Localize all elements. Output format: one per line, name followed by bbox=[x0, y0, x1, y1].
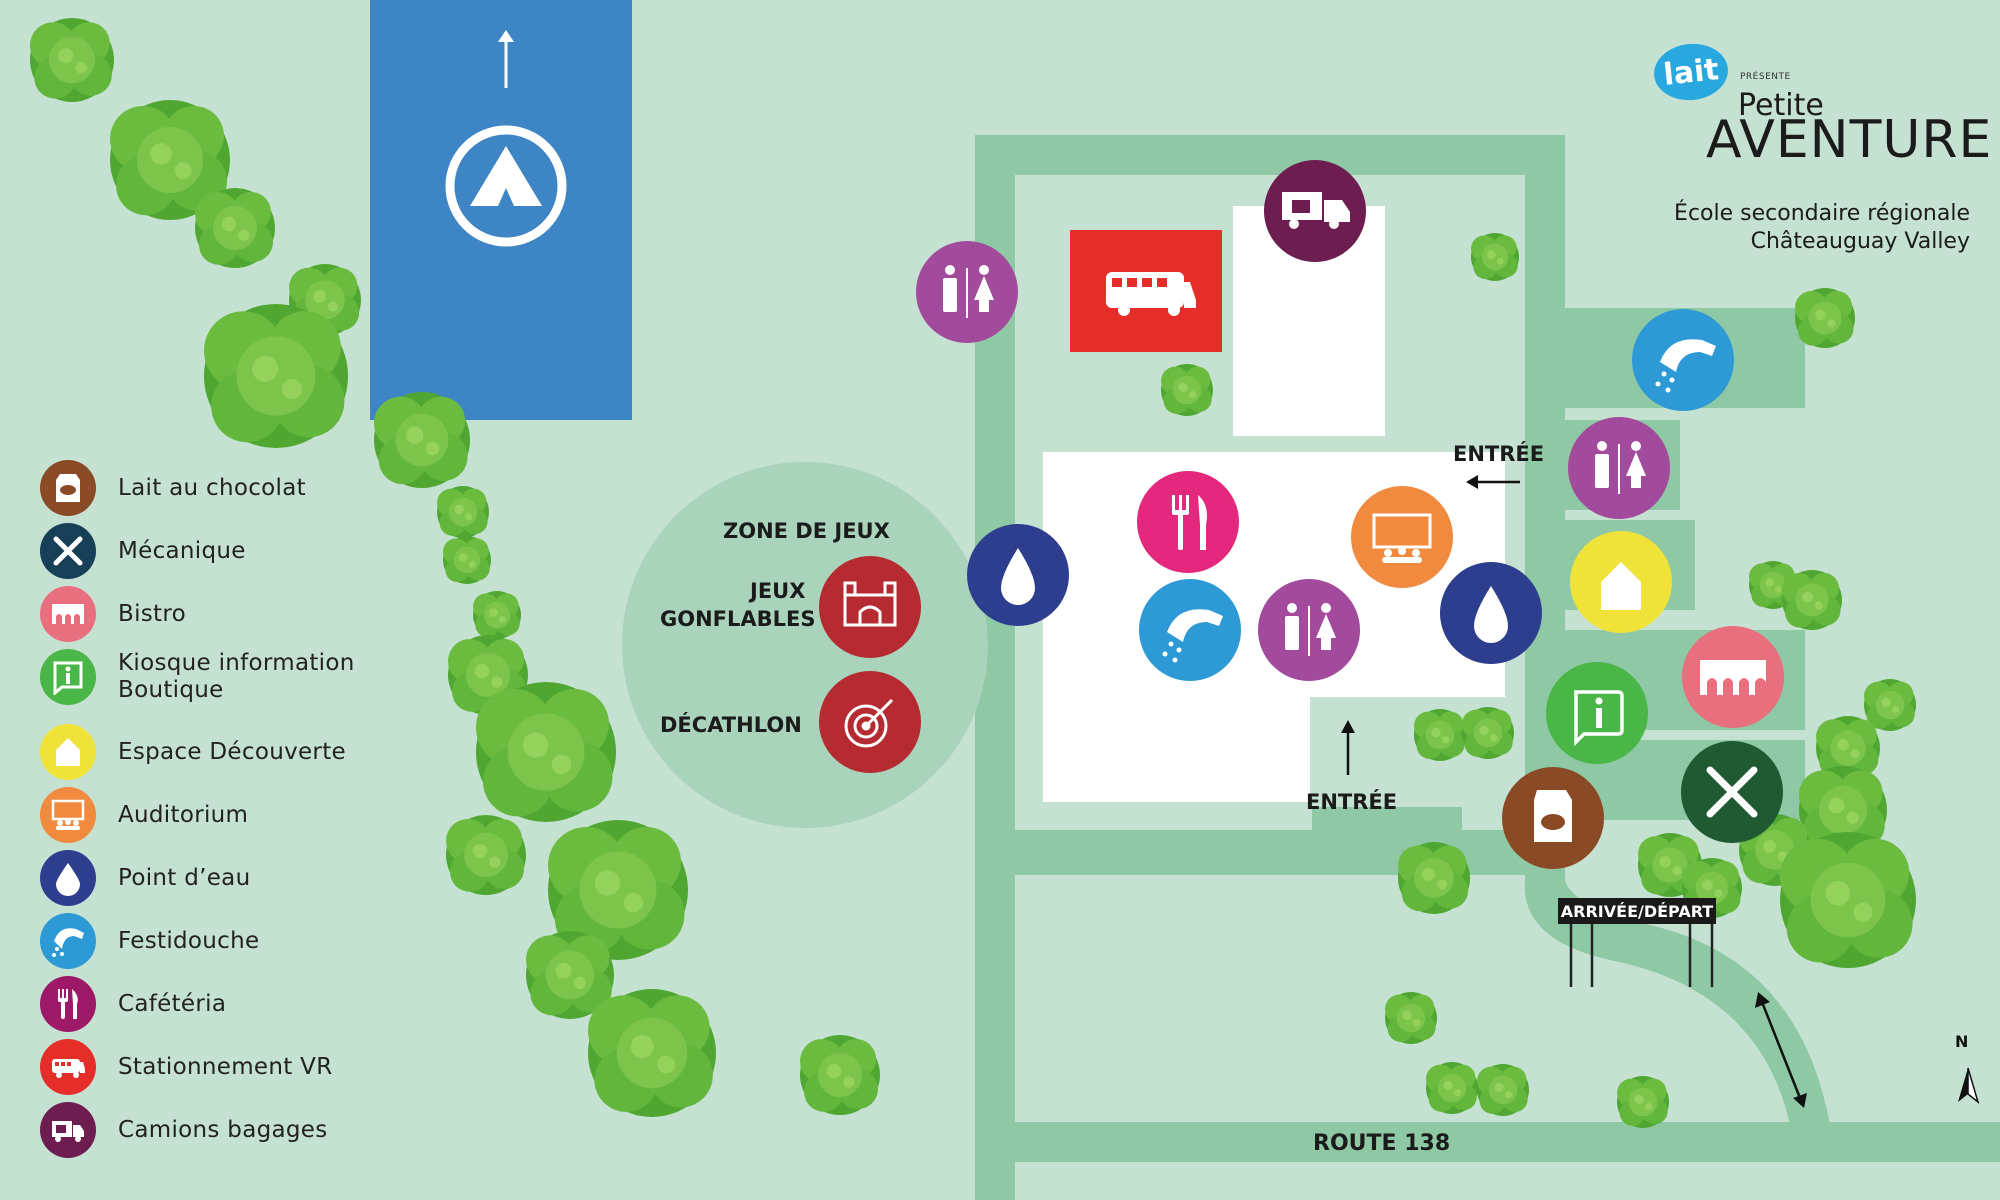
legend-label: Espace Découverte bbox=[118, 738, 346, 765]
school-name-line2: Châteauguay Valley bbox=[1750, 229, 1970, 254]
legend-label: Point d’eau bbox=[118, 864, 251, 891]
marker-lait-au-chocolat[interactable] bbox=[1502, 767, 1604, 869]
marker-jeux-gonflables[interactable] bbox=[819, 556, 921, 658]
wrench-screwdriver-icon bbox=[1706, 766, 1758, 818]
legend-label: Stationnement VR bbox=[118, 1053, 333, 1080]
north-arrow-icon bbox=[1958, 1067, 1980, 1105]
marker-toilettes-2[interactable] bbox=[1568, 417, 1670, 519]
auditorium-icon bbox=[1372, 513, 1432, 563]
two-way-traffic-arrow bbox=[1755, 992, 1807, 1108]
marker-toilettes-1[interactable] bbox=[916, 241, 1018, 343]
rv-icon bbox=[1106, 272, 1196, 316]
legend-item-point-deau[interactable]: Point d’eau bbox=[40, 850, 250, 906]
marker-toilettes-3[interactable] bbox=[1258, 579, 1360, 681]
legend-item-kiosque-information[interactable]: Kiosque information Boutique bbox=[40, 649, 355, 705]
legend-label: Mécanique bbox=[118, 537, 246, 564]
shower-icon bbox=[1655, 339, 1716, 393]
marker-point-deau-1[interactable] bbox=[967, 524, 1069, 626]
arrivee-depart-posts bbox=[1569, 924, 1714, 987]
milk-carton-icon bbox=[40, 460, 96, 516]
bouncy-castle-icon bbox=[843, 581, 897, 627]
entree-arrow-south bbox=[1341, 720, 1355, 775]
marker-camions-bagages[interactable] bbox=[1264, 160, 1366, 262]
legend-label: Cafétéria bbox=[118, 990, 227, 1017]
rv-icon bbox=[40, 1039, 96, 1095]
shower-icon bbox=[40, 913, 96, 969]
water-drop-icon bbox=[40, 850, 96, 906]
marker-cafeteria[interactable] bbox=[1137, 471, 1239, 573]
legend-label: Kiosque information Boutique bbox=[118, 650, 355, 703]
truck-icon bbox=[40, 1102, 96, 1158]
water-drop-icon bbox=[1001, 548, 1035, 605]
marker-mecanique[interactable] bbox=[1681, 741, 1783, 843]
lait-logo: lait bbox=[1651, 40, 1731, 104]
school-name: École secondaire régionale Châteauguay V… bbox=[1674, 200, 1970, 256]
camping-arrow-head bbox=[498, 30, 514, 42]
legend-label: Auditorium bbox=[118, 801, 249, 828]
shower-icon bbox=[1162, 609, 1223, 663]
marker-point-deau-2[interactable] bbox=[1440, 562, 1542, 664]
water-drop-icon bbox=[1474, 586, 1508, 643]
legend-item-mecanique[interactable]: Mécanique bbox=[40, 523, 246, 579]
restroom-icon bbox=[1285, 603, 1336, 656]
school-name-line1: École secondaire régionale bbox=[1674, 201, 1970, 226]
legend-item-camions-bagages[interactable]: Camions bagages bbox=[40, 1102, 328, 1158]
game-zone bbox=[622, 462, 988, 828]
marker-kiosque-information[interactable] bbox=[1546, 662, 1648, 764]
bistro-awning-icon bbox=[40, 586, 96, 642]
brand-presente: PRÉSENTE bbox=[1740, 72, 1791, 82]
target-icon bbox=[844, 698, 894, 748]
legend-item-festidouche[interactable]: Festidouche bbox=[40, 913, 259, 969]
entree-label-south: ENTRÉE bbox=[1306, 790, 1398, 814]
brand-header: lait PRÉSENTE Petite AVENTURE École seco… bbox=[1640, 38, 1991, 258]
restroom-icon bbox=[1595, 441, 1646, 494]
legend-label: Bistro bbox=[118, 600, 186, 627]
marker-espace-decouverte[interactable] bbox=[1570, 531, 1672, 633]
house-icon bbox=[40, 724, 96, 780]
jeux-gonflables-label-1: JEUX bbox=[750, 579, 806, 603]
legend-label: Lait au chocolat bbox=[118, 474, 306, 501]
cutlery-icon bbox=[40, 976, 96, 1032]
marker-festidouche-2[interactable] bbox=[1139, 579, 1241, 681]
wrench-screwdriver-icon bbox=[40, 523, 96, 579]
legend-item-cafeteria[interactable]: Cafétéria bbox=[40, 976, 226, 1032]
auditorium-icon bbox=[40, 787, 96, 843]
brand-title-line2: AVENTURE bbox=[1706, 110, 1993, 170]
marker-auditorium[interactable] bbox=[1351, 486, 1453, 588]
marker-decathlon[interactable] bbox=[819, 671, 921, 773]
info-icon bbox=[1574, 690, 1624, 747]
arrivee-depart-sign: ARRIVÉE/DÉPART bbox=[1558, 898, 1716, 924]
map-markers bbox=[819, 160, 1784, 869]
jeux-gonflables-label-2: GONFLABLES bbox=[660, 607, 816, 631]
brand-title-line1: Petite bbox=[1738, 88, 1824, 123]
truck-icon bbox=[1282, 192, 1350, 229]
route-138-label: ROUTE 138 bbox=[1313, 1131, 1451, 1156]
legend-item-lait-au-chocolat[interactable]: Lait au chocolat bbox=[40, 460, 306, 516]
legend-item-espace-decouverte[interactable]: Espace Découverte bbox=[40, 724, 346, 780]
house-icon bbox=[1601, 562, 1641, 610]
legend-item-stationnement-vr[interactable]: Stationnement VR bbox=[40, 1039, 332, 1095]
entree-label-east: ENTRÉE bbox=[1453, 442, 1545, 466]
tent-icon bbox=[445, 125, 567, 247]
bistro-awning-icon bbox=[1700, 660, 1766, 695]
legend-item-bistro[interactable]: Bistro bbox=[40, 586, 186, 642]
north-label: N bbox=[1955, 1032, 1969, 1051]
legend-label: Camions bagages bbox=[118, 1116, 328, 1143]
marker-festidouche-1[interactable] bbox=[1632, 309, 1734, 411]
camping-area bbox=[370, 0, 632, 420]
marker-bistro[interactable] bbox=[1682, 626, 1784, 728]
milk-carton-icon bbox=[1534, 790, 1572, 842]
entree-arrow-east bbox=[1466, 475, 1520, 489]
legend-item-auditorium[interactable]: Auditorium bbox=[40, 787, 248, 843]
info-icon bbox=[40, 649, 96, 705]
cutlery-icon bbox=[1172, 495, 1207, 550]
zone-jeux-label: ZONE DE JEUX bbox=[723, 519, 890, 543]
decathlon-label: DÉCATHLON bbox=[660, 713, 802, 737]
legend-label: Festidouche bbox=[118, 927, 260, 954]
restroom-icon bbox=[943, 265, 994, 318]
